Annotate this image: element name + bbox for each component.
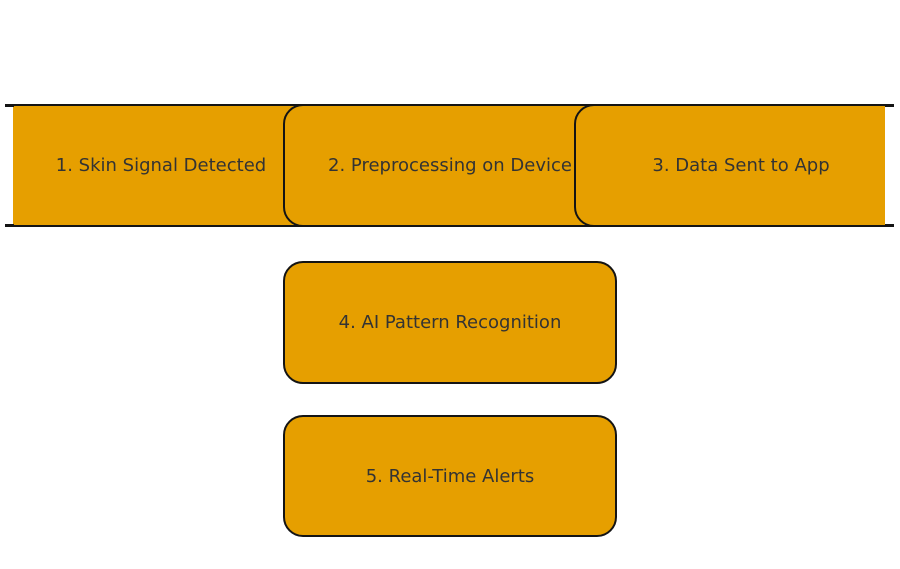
step-label-5: 5. Real-Time Alerts xyxy=(365,465,535,487)
step-box-1: 1. Skin Signal Detected xyxy=(13,104,328,227)
row-border-stub-right-bottom xyxy=(885,224,894,227)
step-label-1: 1. Skin Signal Detected xyxy=(55,155,267,176)
step-label-2: 2. Preprocessing on Device xyxy=(328,155,572,176)
top-row-clip: 1. Skin Signal Detected 2. Preprocessing… xyxy=(13,100,885,240)
step-box-3: 3. Data Sent to App xyxy=(574,104,885,227)
step-box-5: 5. Real-Time Alerts xyxy=(283,415,617,537)
row-border-stub-left-bottom xyxy=(5,224,14,227)
row-border-stub-right-top xyxy=(885,104,894,107)
row-border-stub-left-top xyxy=(5,104,14,107)
step-box-2: 2. Preprocessing on Device xyxy=(283,104,617,227)
step-label-3: 3. Data Sent to App xyxy=(652,155,830,176)
step-box-4: 4. AI Pattern Recognition xyxy=(283,261,617,384)
step-label-4: 4. AI Pattern Recognition xyxy=(338,312,562,333)
